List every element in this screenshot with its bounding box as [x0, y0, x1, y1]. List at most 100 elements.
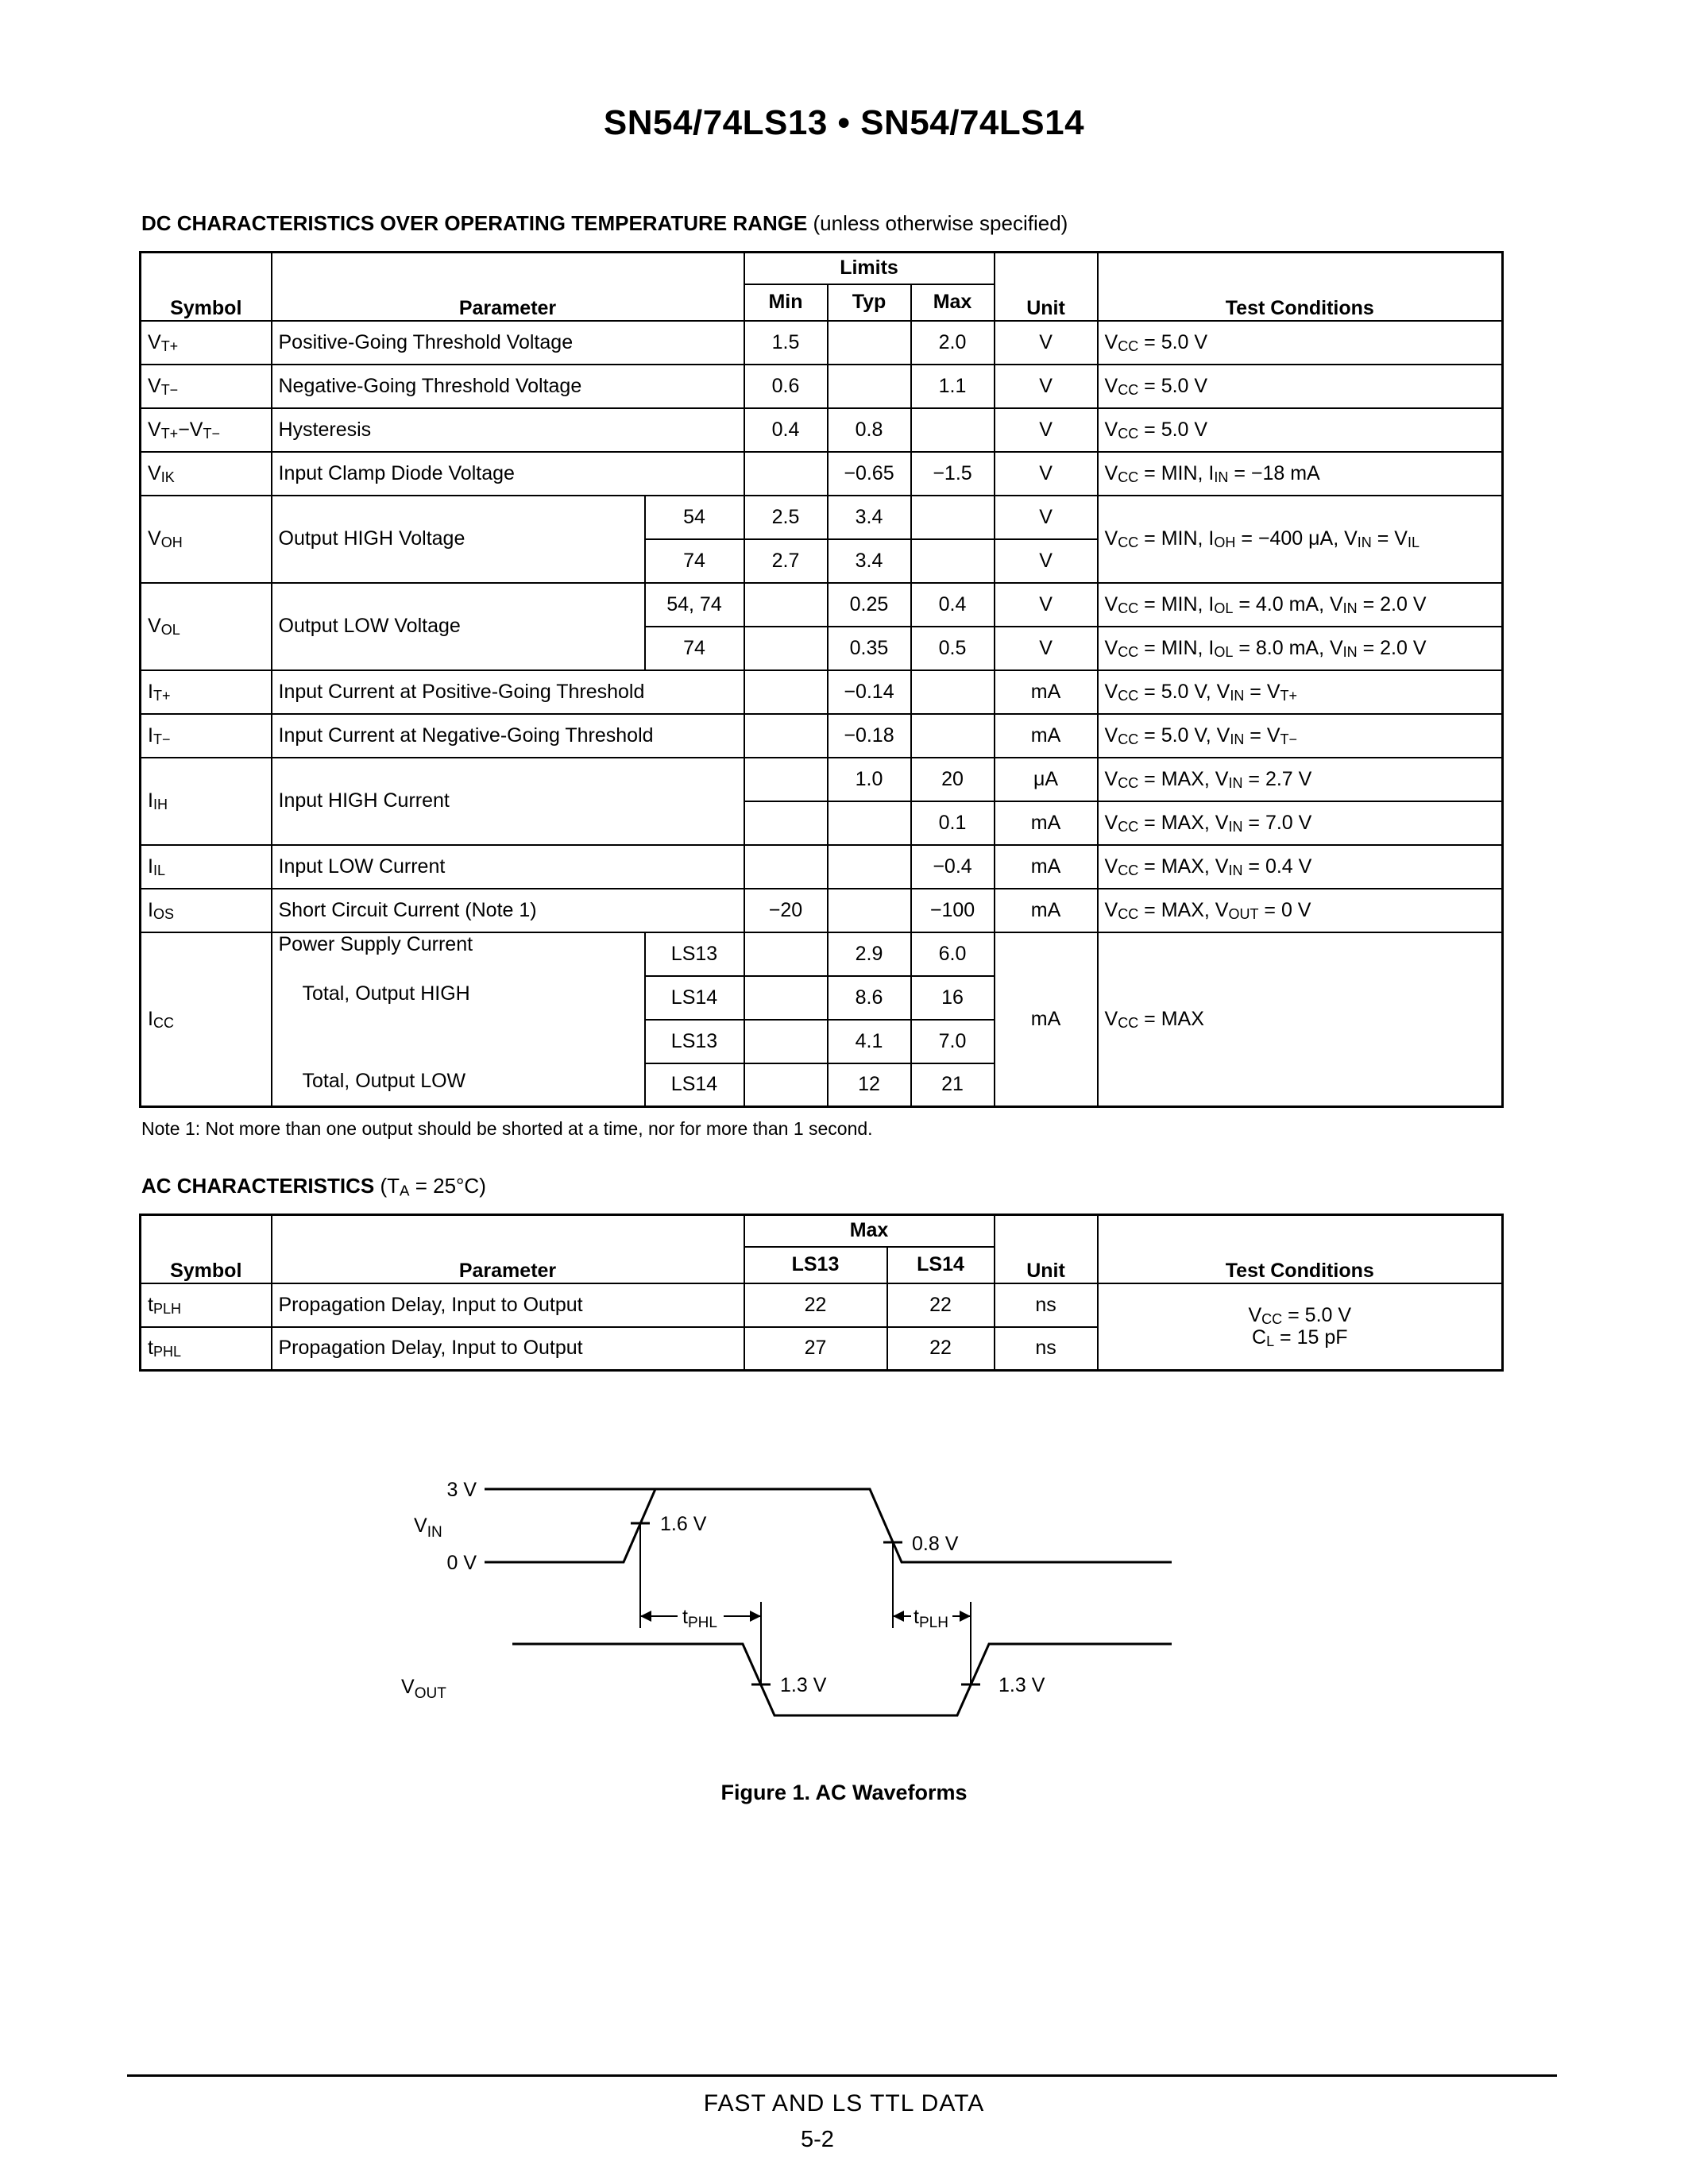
max-cell: 16: [910, 974, 995, 1021]
test-conditions-cell: VCC = MAX: [1096, 931, 1504, 1108]
variant-cell: LS14: [643, 1062, 745, 1108]
ls13-cell: 22: [743, 1282, 888, 1328]
unit-cell: V: [993, 407, 1099, 453]
parameter-cell: Input HIGH Current: [270, 756, 745, 846]
ls14-cell: 22: [886, 1325, 995, 1372]
table-row: 74 2.7 3.4 V: [141, 538, 1503, 584]
max-cell: −1.5: [910, 450, 995, 496]
parameter-cell: Input Current at Positive-Going Threshol…: [270, 669, 745, 715]
symbol-cell: VT+: [139, 319, 272, 365]
dc-section-heading: DC CHARACTERISTICS OVER OPERATING TEMPER…: [141, 211, 1068, 236]
variant-cell: 74: [643, 538, 745, 584]
variant-cell: LS13: [643, 931, 745, 977]
parameter-cell: Negative-Going Threshold Voltage: [270, 363, 745, 409]
vin-3v-label: 3 V: [446, 1479, 477, 1501]
max-cell: 6.0: [910, 931, 995, 977]
test-conditions-cell: VCC = MAX, VIN = 2.7 V: [1096, 756, 1504, 802]
unit-cell: mA: [993, 843, 1099, 889]
footer-text: FAST AND LS TTL DATA: [703, 2090, 985, 2116]
table-row: tPHL Propagation Delay, Input to Output …: [139, 1325, 1503, 1372]
test-conditions-cell: VCC = 5.0 V: [1096, 407, 1504, 453]
test-conditions-cell: VCC = MAX, VIN = 0.4 V: [1096, 843, 1504, 889]
min-cell: [743, 756, 829, 802]
typ-cell: −0.65: [826, 450, 912, 496]
arrowheads: [640, 1611, 971, 1622]
ac-test-conditions-line-1: VCC = 5.0 V: [1248, 1303, 1352, 1327]
max-cell: −0.4: [910, 843, 995, 889]
ac-section-heading: AC CHARACTERISTICS (TA = 25°C): [141, 1174, 486, 1198]
dc-header-row-2: Min Typ Max: [141, 283, 1503, 322]
parameter-cell: Hysteresis: [270, 407, 745, 453]
typ-cell: [826, 887, 912, 933]
test-conditions-cell: VCC = MAX, VOUT = 0 V: [1096, 887, 1504, 933]
unit-cell: μA: [993, 756, 1099, 802]
min-cell: 0.4: [743, 407, 829, 453]
min-cell: 2.7: [743, 538, 829, 584]
col-header-symbol: Symbol: [139, 1214, 272, 1284]
max-cell: 2.0: [910, 319, 995, 365]
dc-header-row-1: Symbol Parameter Limits Unit Test Condit…: [139, 251, 1504, 322]
parameter-cell: Power Supply Current Total, Output HIGH …: [270, 931, 646, 1108]
waveform-labels: 3 V 0 V VIN 1.6 V 0.8 V tPHL tPLH VOUT 1…: [401, 1479, 1045, 1702]
max-cell: 0.5: [910, 625, 995, 671]
symbol-cell: VIK: [139, 450, 272, 496]
parameter-cell: Input LOW Current: [270, 843, 745, 889]
unit-cell: ns: [993, 1282, 1099, 1328]
col-header-test-conditions: Test Conditions: [1096, 1214, 1504, 1284]
typ-cell: 1.0: [826, 756, 912, 802]
dc-heading-bold: DC CHARACTERISTICS OVER OPERATING TEMPER…: [141, 211, 808, 235]
dc-characteristics-table: Symbol Parameter Limits Unit Test Condit…: [139, 251, 1505, 1108]
tplh-arrowhead-right: [960, 1611, 971, 1622]
typ-cell: [826, 363, 912, 409]
symbol-cell: IT+: [139, 669, 272, 715]
typ-cell: 3.4: [826, 538, 912, 584]
symbol-cell: ICC: [139, 931, 272, 1108]
symbol-cell: IOS: [139, 887, 272, 933]
ac-heading-bold: AC CHARACTERISTICS: [141, 1174, 375, 1198]
parameter-cell: Propagation Delay, Input to Output: [270, 1282, 745, 1328]
col-header-max: Max: [743, 1214, 995, 1248]
unit-cell: V: [993, 450, 1099, 496]
test-conditions-cell: VCC = 5.0 V, VIN = VT+: [1096, 669, 1504, 715]
table-row: IT+ Input Current at Positive-Going Thre…: [139, 669, 1504, 715]
max-cell: 7.0: [910, 1018, 995, 1064]
col-header-unit: Unit: [993, 251, 1099, 322]
parameter-cell: Positive-Going Threshold Voltage: [270, 319, 745, 365]
symbol-cell: IIH: [139, 756, 272, 846]
max-cell: [910, 407, 995, 453]
parameter-cell: Output LOW Voltage: [270, 581, 646, 671]
max-cell: −100: [910, 887, 995, 933]
unit-cell: V: [993, 538, 1099, 584]
min-cell: [743, 712, 829, 758]
vout-label: VOUT: [401, 1676, 446, 1702]
typ-cell: 12: [826, 1062, 912, 1108]
unit-cell: V: [993, 494, 1099, 540]
col-header-limits: Limits: [743, 251, 995, 285]
ac-header-row-2: LS13 LS14: [141, 1245, 1503, 1284]
ls14-cell: 22: [886, 1282, 995, 1328]
col-header-parameter: Parameter: [270, 251, 745, 322]
col-header-ls13: LS13: [743, 1245, 888, 1284]
symbol-cell: VOH: [139, 494, 272, 584]
ac-heading-note: (TA = 25°C): [374, 1174, 486, 1199]
typ-cell: [826, 800, 912, 846]
test-conditions-cell: VCC = MAX, VIN = 7.0 V: [1096, 800, 1504, 846]
min-cell: [743, 800, 829, 846]
col-header-unit: Unit: [993, 1214, 1099, 1284]
table-row: VT− Negative-Going Threshold Voltage 0.6…: [139, 363, 1504, 409]
icc-param-line-1: Power Supply Current: [278, 932, 473, 955]
min-cell: 2.5: [743, 494, 829, 540]
symbol-cell: IT−: [139, 712, 272, 758]
table-row: 74 0.35 0.5 V VCC = MIN, IOL = 8.0 mA, V…: [141, 625, 1504, 671]
tplh-arrowhead-left: [893, 1611, 904, 1622]
page-number: 5-2: [801, 2127, 834, 2152]
vin-rise-threshold-label: 1.6 V: [660, 1513, 707, 1535]
table-row: LS14 8.6 16: [141, 974, 1503, 1021]
typ-cell: 8.6: [826, 974, 912, 1021]
min-cell: [743, 1062, 829, 1108]
variant-cell: 54, 74: [643, 581, 745, 627]
figure-caption: Figure 1. AC Waveforms: [720, 1781, 968, 1804]
table-row: IT− Input Current at Negative-Going Thre…: [139, 712, 1504, 758]
table-row: ICC Power Supply Current Total, Output H…: [139, 931, 1504, 1108]
variant-cell: 54: [643, 494, 745, 540]
